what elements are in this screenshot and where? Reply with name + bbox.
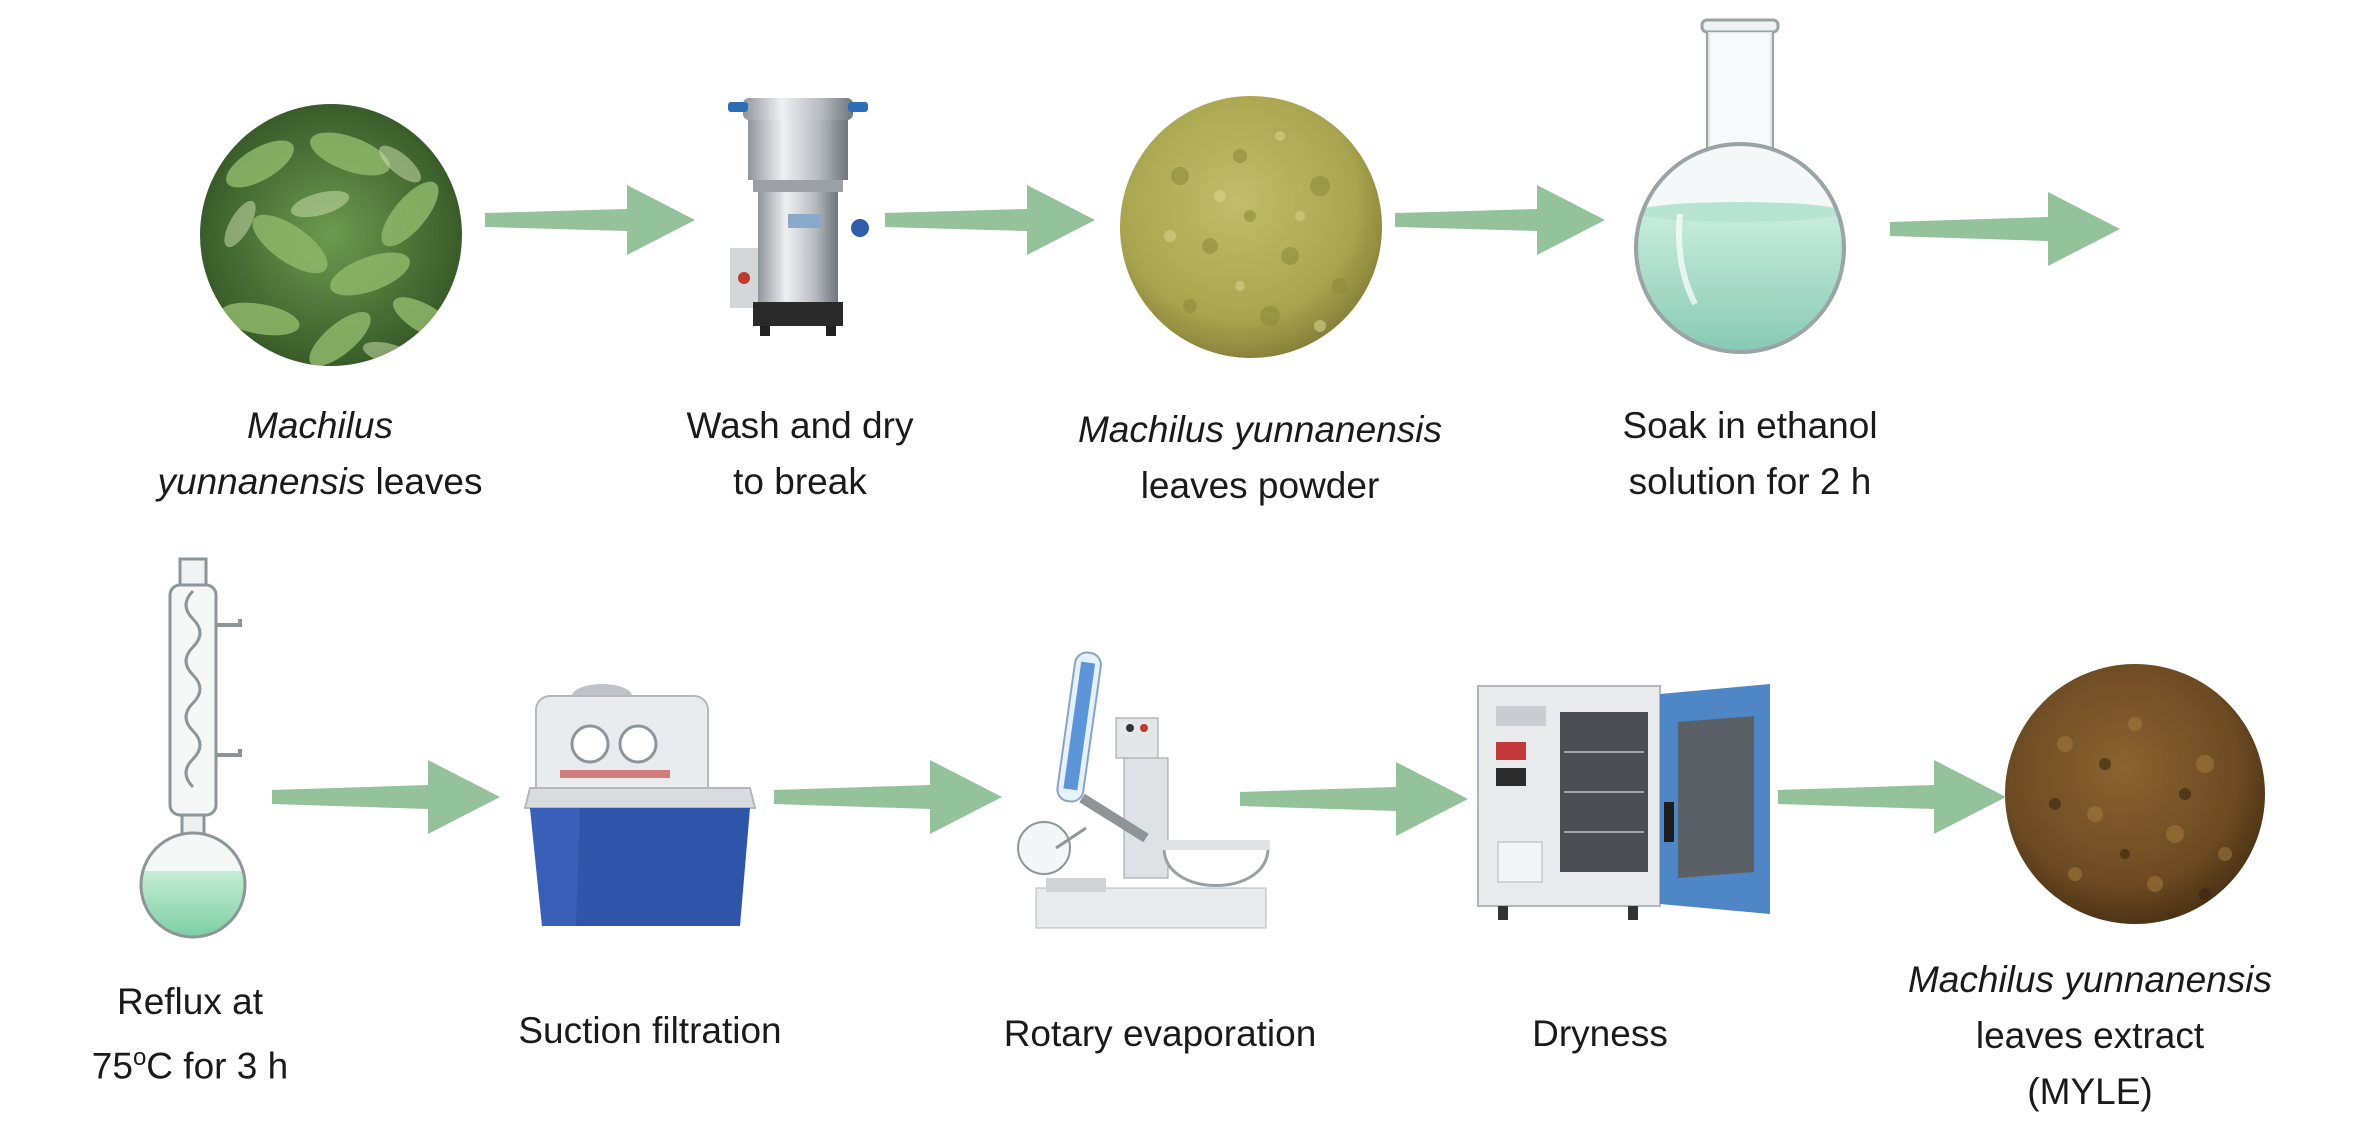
label-line: Machilus yunnanensis <box>1040 402 1480 458</box>
label-text: 75 <box>91 1045 133 1087</box>
label-text: Suction filtration <box>518 1010 782 1051</box>
step-label-wash: Wash and dry to break <box>600 398 1000 510</box>
step-label-rotary: Rotary evaporation <box>950 1006 1370 1062</box>
arrow-icon <box>485 185 695 255</box>
label-line: Wash and dry <box>600 398 1000 454</box>
label-line: Reflux at <box>20 974 360 1030</box>
label-text: leaves extract <box>1975 1015 2205 1056</box>
label-text: Soak in ethanol <box>1622 405 1878 446</box>
label-line: 75oC for 3 h <box>20 1030 360 1094</box>
step-label-dryness: Dryness <box>1440 1006 1760 1062</box>
label-line: Soak in ethanol <box>1540 398 1960 454</box>
label-text: yunnanensis <box>157 461 366 502</box>
label-text: Rotary evaporation <box>1003 1013 1317 1054</box>
label-text: Reflux at <box>116 981 263 1022</box>
label-text: Machilus <box>247 405 393 446</box>
rotary-evaporator-icon <box>1017 651 1270 929</box>
step-label-leaves: Machilus yunnanensis leaves <box>120 398 520 510</box>
label-line: leaves powder <box>1040 458 1480 514</box>
step-label-powder: Machilus yunnanensis leaves powder <box>1040 402 1480 514</box>
label-line: solution for 2 h <box>1540 454 1960 510</box>
label-text: C for 3 h <box>146 1045 289 1087</box>
drying-oven-icon <box>1477 684 1770 920</box>
label-text: leaves powder <box>1140 465 1380 506</box>
arrow-icon <box>1240 762 1468 836</box>
label-text: solution for 2 h <box>1628 461 1872 502</box>
label-text: Wash and dry <box>686 405 914 446</box>
arrow-icon <box>885 185 1095 255</box>
label-line: Dryness <box>1440 1006 1760 1062</box>
arrow-icon <box>1890 192 2120 266</box>
label-text: Dryness <box>1532 1013 1668 1054</box>
label-text: to break <box>733 461 867 502</box>
label-text: o <box>132 1044 147 1071</box>
arrow-icon <box>1778 760 2006 834</box>
vacuum-pump-icon <box>523 684 757 926</box>
powder-photo <box>1120 96 1382 358</box>
label-line: Machilus <box>120 398 520 454</box>
step-label-reflux: Reflux at 75oC for 3 h <box>20 974 360 1094</box>
label-line: Suction filtration <box>450 1003 850 1059</box>
reflux-condenser-icon <box>139 557 247 939</box>
arrow-icon <box>774 760 1002 834</box>
step-label-soak: Soak in ethanol solution for 2 h <box>1540 398 1960 510</box>
label-line: Rotary evaporation <box>950 1006 1370 1062</box>
label-line: to break <box>600 454 1000 510</box>
grinder-icon <box>728 98 869 336</box>
step-label-suction: Suction filtration <box>450 1003 850 1059</box>
arrow-icon <box>1395 185 1605 255</box>
label-text: (MYLE) <box>2027 1071 2153 1112</box>
label-line: leaves extract <box>1860 1008 2320 1064</box>
arrow-icon <box>272 760 500 834</box>
label-line: (MYLE) <box>1860 1064 2320 1120</box>
label-text: Machilus yunnanensis <box>1907 959 2273 1000</box>
label-text: Machilus yunnanensis <box>1077 409 1443 450</box>
label-line: yunnanensis leaves <box>120 454 520 510</box>
step-label-extract: Machilus yunnanensis leaves extract (MYLE) <box>1860 952 2320 1120</box>
label-line: Machilus yunnanensis <box>1860 952 2320 1008</box>
label-text: leaves <box>365 461 483 502</box>
round-flask-icon <box>1634 18 1846 354</box>
leaf-photo <box>200 104 462 366</box>
extract-photo <box>2005 664 2265 924</box>
